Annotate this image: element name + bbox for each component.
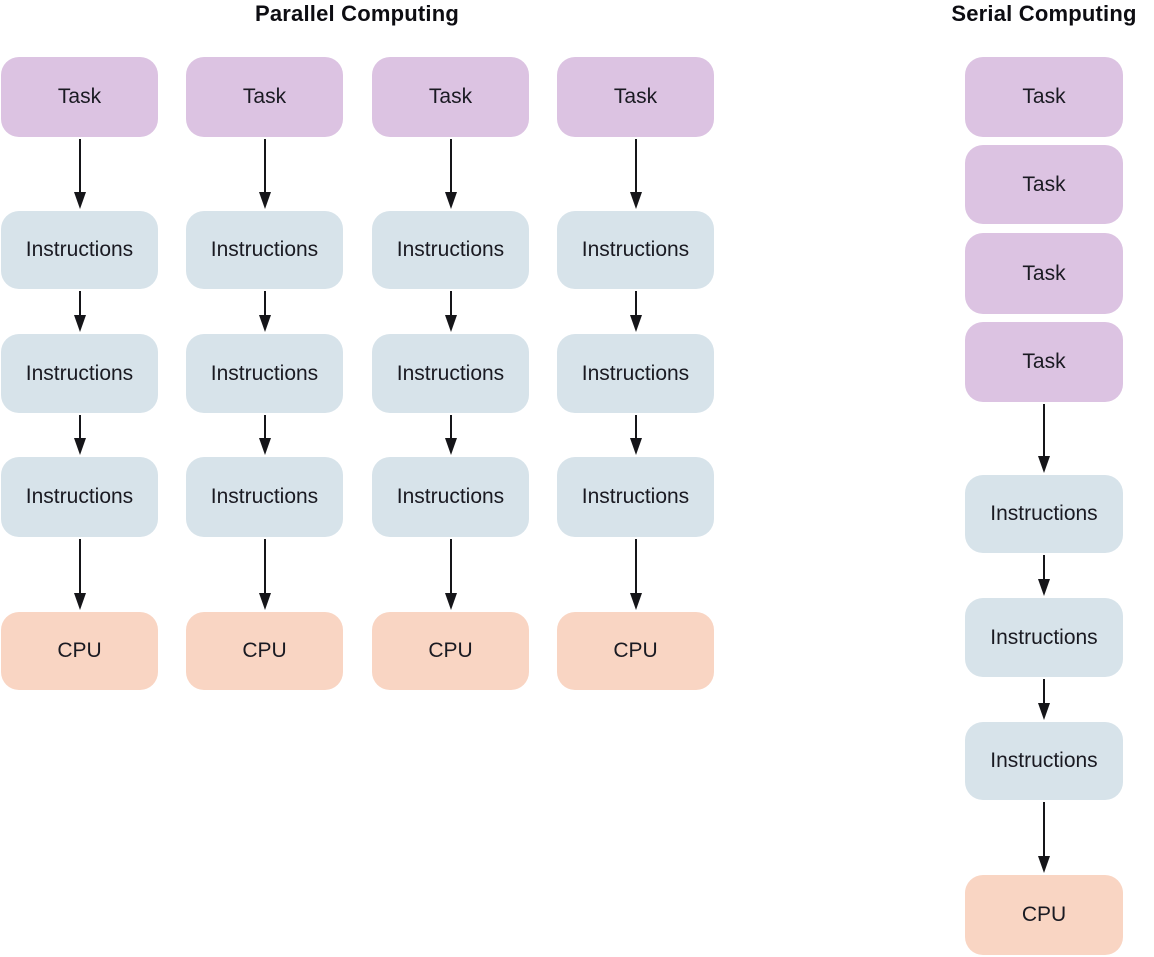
- arrow-shaft: [1043, 679, 1045, 706]
- flow-arrow-down-icon: [73, 539, 87, 610]
- arrow-head: [444, 593, 457, 610]
- cpu-node: CPU: [557, 612, 714, 690]
- flow-arrow-down-icon: [444, 415, 458, 455]
- arrow-head: [258, 192, 271, 209]
- task-node: Task: [965, 233, 1123, 314]
- arrow-shaft: [1043, 802, 1045, 859]
- task-node: Task: [1, 57, 158, 137]
- arrow-head: [1038, 579, 1050, 596]
- flow-arrow-down-icon: [73, 291, 87, 332]
- task-node: Task: [372, 57, 529, 137]
- flow-arrow-down-icon: [444, 291, 458, 332]
- flow-arrow-down-icon: [1037, 404, 1051, 473]
- arrow-head: [1038, 856, 1050, 873]
- instructions-node: Instructions: [557, 457, 714, 537]
- arrow-head: [73, 593, 86, 610]
- arrow-shaft: [634, 415, 637, 441]
- flow-arrow-down-icon: [73, 139, 87, 209]
- arrow-head: [629, 593, 642, 610]
- flow-arrow-down-icon: [444, 539, 458, 610]
- arrow-shaft: [263, 139, 266, 195]
- arrow-shaft: [78, 139, 81, 195]
- cpu-node: CPU: [186, 612, 343, 690]
- instructions-node: Instructions: [186, 211, 343, 289]
- flow-arrow-down-icon: [629, 139, 643, 209]
- flow-arrow-down-icon: [1037, 802, 1051, 873]
- flow-arrow-down-icon: [1037, 679, 1051, 720]
- task-node: Task: [965, 145, 1123, 224]
- flow-arrow-down-icon: [629, 291, 643, 332]
- arrow-shaft: [78, 415, 81, 441]
- arrow-shaft: [449, 539, 452, 596]
- arrow-head: [73, 438, 86, 455]
- instructions-node: Instructions: [186, 457, 343, 537]
- flow-arrow-down-icon: [629, 539, 643, 610]
- arrow-head: [629, 315, 642, 332]
- flow-arrow-down-icon: [258, 139, 272, 209]
- task-node: Task: [965, 322, 1123, 402]
- flow-arrow-down-icon: [1037, 555, 1051, 596]
- flow-arrow-down-icon: [258, 539, 272, 610]
- cpu-node: CPU: [372, 612, 529, 690]
- instructions-node: Instructions: [1, 457, 158, 537]
- arrow-head: [629, 192, 642, 209]
- arrow-shaft: [449, 291, 452, 318]
- instructions-node: Instructions: [1, 334, 158, 413]
- arrow-shaft: [1043, 404, 1045, 459]
- arrow-shaft: [263, 539, 266, 596]
- instructions-node: Instructions: [557, 334, 714, 413]
- flow-arrow-down-icon: [258, 291, 272, 332]
- instructions-node: Instructions: [965, 598, 1123, 677]
- arrow-shaft: [634, 291, 637, 318]
- instructions-node: Instructions: [372, 334, 529, 413]
- instructions-node: Instructions: [965, 475, 1123, 553]
- arrow-head: [1038, 703, 1050, 720]
- arrow-head: [1038, 456, 1050, 473]
- arrow-shaft: [78, 291, 81, 318]
- flow-arrow-down-icon: [444, 139, 458, 209]
- arrow-head: [444, 192, 457, 209]
- instructions-node: Instructions: [372, 457, 529, 537]
- cpu-node: CPU: [1, 612, 158, 690]
- instructions-node: Instructions: [1, 211, 158, 289]
- arrow-head: [258, 315, 271, 332]
- task-node: Task: [965, 57, 1123, 137]
- flow-arrow-down-icon: [73, 415, 87, 455]
- arrow-head: [444, 438, 457, 455]
- arrow-head: [258, 438, 271, 455]
- arrow-shaft: [449, 139, 452, 195]
- arrow-head: [444, 315, 457, 332]
- arrow-head: [258, 593, 271, 610]
- instructions-node: Instructions: [372, 211, 529, 289]
- arrow-shaft: [634, 539, 637, 596]
- arrow-head: [73, 192, 86, 209]
- parallel-section-title: Parallel Computing: [254, 1, 460, 26]
- arrow-shaft: [1043, 555, 1045, 582]
- instructions-node: Instructions: [557, 211, 714, 289]
- flow-arrow-down-icon: [629, 415, 643, 455]
- task-node: Task: [186, 57, 343, 137]
- arrow-shaft: [634, 139, 637, 195]
- arrow-shaft: [263, 291, 266, 318]
- arrow-head: [73, 315, 86, 332]
- flow-arrow-down-icon: [258, 415, 272, 455]
- serial-section-title: Serial Computing: [951, 1, 1137, 26]
- task-node: Task: [557, 57, 714, 137]
- arrow-shaft: [449, 415, 452, 441]
- instructions-node: Instructions: [186, 334, 343, 413]
- arrow-shaft: [263, 415, 266, 441]
- arrow-head: [629, 438, 642, 455]
- arrow-shaft: [78, 539, 81, 596]
- instructions-node: Instructions: [965, 722, 1123, 800]
- cpu-node: CPU: [965, 875, 1123, 955]
